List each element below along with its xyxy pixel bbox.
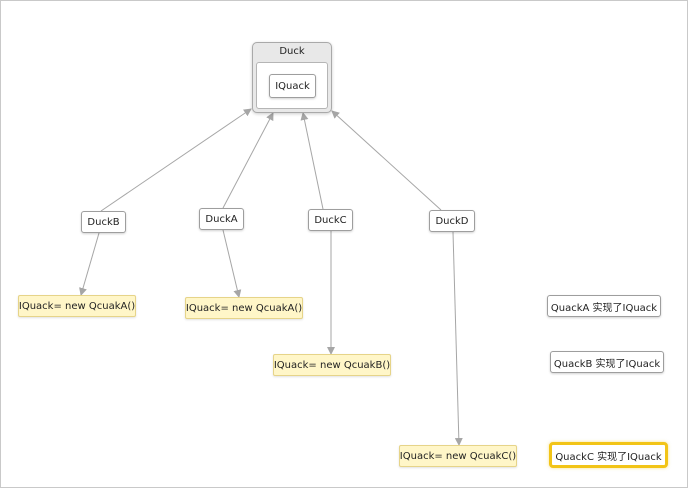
ducka-node[interactable]: DuckA — [199, 208, 244, 230]
ducka-assignment-note[interactable]: IQuack= new QcuakA() — [185, 297, 303, 319]
duck-class-body: IQuack — [256, 62, 328, 109]
duckb-node[interactable]: DuckB — [81, 211, 126, 233]
duck-class-node[interactable]: Duck IQuack — [252, 42, 332, 113]
edge-duckd-to-assignment — [452, 231, 463, 446]
quacka-implementation-node[interactable]: QuackA 实现了IQuack — [547, 295, 661, 317]
edge-duckd-to-duck — [331, 110, 442, 211]
duckd-node[interactable]: DuckD — [429, 210, 475, 232]
duckd-assignment-note[interactable]: IQuack= new QcuakC() — [399, 445, 517, 467]
edge-duckb-to-duck — [100, 108, 252, 212]
duck-class-title: Duck — [279, 46, 305, 57]
edge-ducka-to-duck — [222, 112, 274, 209]
duckb-assignment-note[interactable]: IQuack= new QcuakA() — [18, 295, 136, 317]
quackc-implementation-node[interactable]: QuackC 实现了IQuack — [549, 442, 668, 468]
edge-ducka-to-assignment — [222, 229, 242, 298]
edge-duckb-to-assignment — [79, 232, 100, 296]
duckc-assignment-note[interactable]: IQuack= new QcuakB() — [273, 354, 391, 376]
edge-duckc-to-duck — [300, 112, 324, 210]
iquack-member-node[interactable]: IQuack — [269, 74, 316, 98]
duckc-node[interactable]: DuckC — [308, 209, 353, 231]
quackb-implementation-node[interactable]: QuackB 实现了IQuack — [550, 351, 664, 373]
